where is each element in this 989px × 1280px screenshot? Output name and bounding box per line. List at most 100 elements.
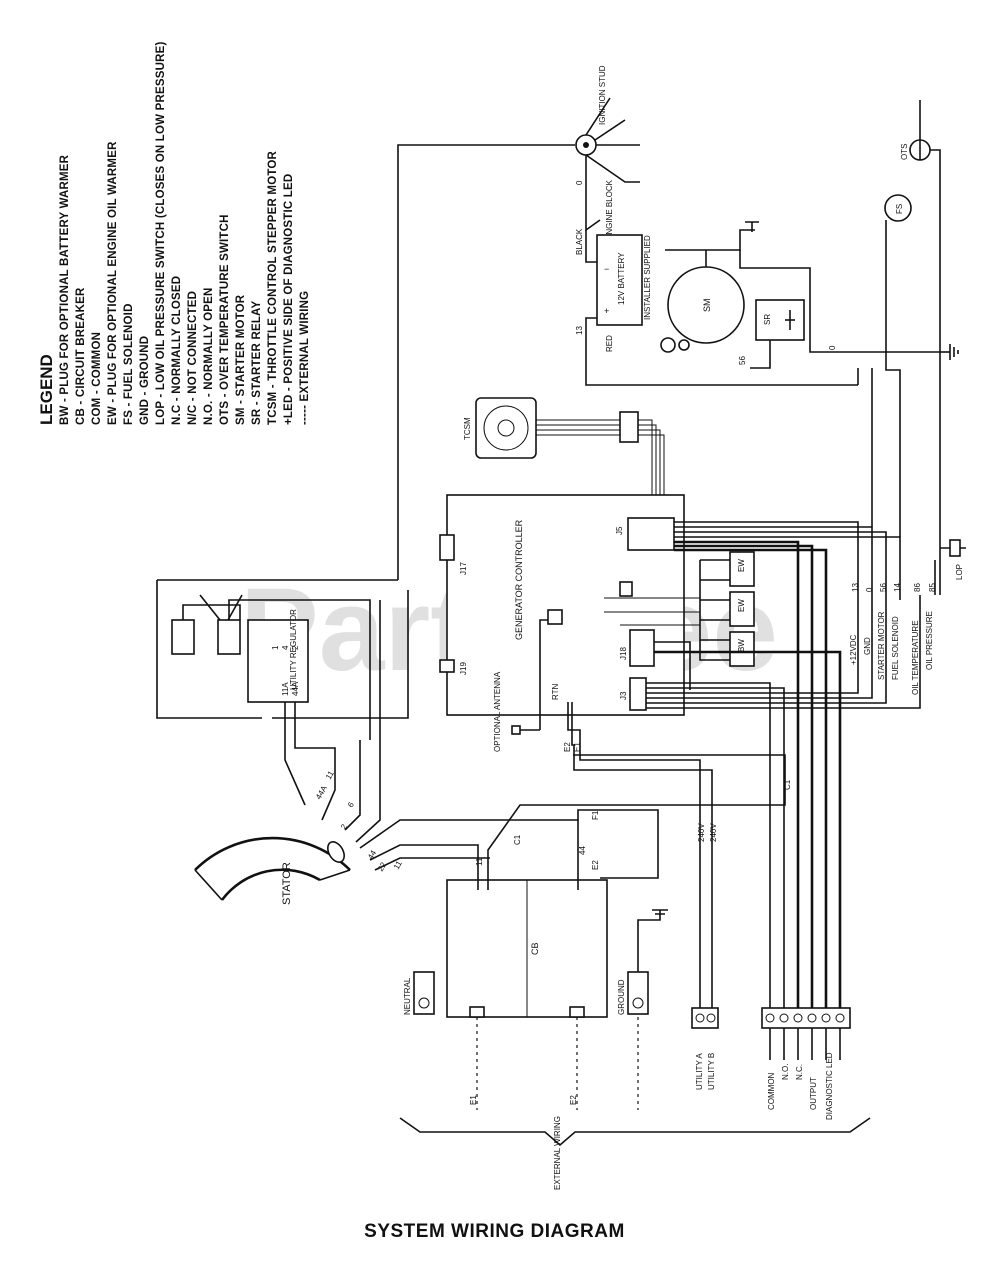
legend-title: LEGEND [37, 354, 56, 425]
wire-number: 56 [879, 583, 888, 592]
bw-label: BW [737, 639, 746, 652]
utility-b-label: UTILITY B [707, 1053, 716, 1090]
ew-plug-2: EW [729, 551, 755, 587]
terminal-label: DIAGNOSTIC LED [825, 1052, 834, 1120]
wire-loop-left [156, 580, 262, 719]
wire-number: 6 [346, 800, 356, 809]
wire-f1 [577, 809, 659, 879]
plug-left [171, 594, 371, 740]
legend-item: N.O. - NORMALLY OPEN [203, 287, 215, 425]
wire-number: 11 [475, 857, 484, 866]
legend-item: ----- EXTERNAL WIRING [299, 291, 311, 425]
wire-number: C1 [783, 779, 792, 790]
ew1-label: EW [737, 599, 746, 612]
red-label: RED [605, 335, 614, 352]
ots-label: OTS [900, 144, 909, 160]
wire-number: 0 [828, 345, 837, 350]
stator: STATOR [194, 836, 351, 905]
connector-j17 [439, 534, 455, 561]
wire-ew [699, 559, 730, 661]
starter-relay: SR [755, 299, 805, 341]
wire-ctrl-to-ew [604, 597, 700, 626]
wire-number: 0 [575, 180, 584, 185]
wire-number: 44 [578, 846, 587, 855]
wire-number: 44A [314, 784, 329, 801]
legend-item: N.C - NORMALLY CLOSED [171, 276, 183, 425]
wire-44a [284, 702, 306, 806]
legend-item: FS - FUEL SOLENOID [123, 303, 135, 425]
external-e2-label: E2 [569, 1095, 578, 1105]
wire-starter-c [739, 250, 940, 353]
sm-label: SM [702, 299, 712, 313]
signal-240v-b: 240V [709, 823, 718, 842]
wire-22 [374, 857, 490, 871]
connector-j18 [629, 629, 655, 667]
wire-6 [355, 600, 381, 843]
j19-label: J19 [459, 662, 468, 675]
wire-tcsm-harness [536, 419, 620, 436]
black-label: BLACK [575, 228, 584, 255]
tcsm-connector [619, 411, 639, 443]
utility-regulator: UTILITY REGULATOR [247, 609, 309, 703]
ground-symbol-b [652, 909, 668, 915]
signal-12vdc: +12VDC [849, 634, 858, 665]
signal-gnd: GND [863, 637, 872, 655]
connector-j3 [629, 677, 647, 711]
wire-11a [294, 702, 336, 821]
wire-relay-56 [750, 340, 771, 369]
terminal-label: OUTPUT [809, 1077, 818, 1110]
wire-antenna-b [539, 619, 548, 730]
wire-e1-sense [567, 702, 701, 1008]
wire-fs-14 [885, 220, 901, 537]
wire-number: 56 [738, 356, 747, 365]
wire-number: 13 [851, 583, 860, 592]
j5-harness [674, 521, 901, 1008]
wire-tcsm-to-j5 [638, 419, 665, 550]
legend-item: GND - GROUND [139, 336, 151, 425]
utility-regulator-label: UTILITY REGULATOR [289, 609, 298, 690]
terminal-label: N.O. [781, 1064, 790, 1080]
wire-number: 13 [575, 326, 584, 335]
signal-starter-motor: STARTER MOTOR [877, 611, 886, 680]
legend-item: SR - STARTER RELAY [251, 301, 263, 425]
external-wiring-brace [399, 1117, 871, 1147]
installer-supplied-label: INSTALLER SUPPLIED [643, 235, 652, 320]
fs-label: FS [895, 204, 904, 214]
wire-number: 14 [893, 583, 902, 592]
wire-0 [585, 155, 601, 232]
battery-plus: + [604, 306, 609, 316]
battery-label: 12V BATTERY [617, 252, 626, 305]
stator-label: STATOR [281, 862, 293, 905]
neutral-terminal: NEUTRAL [403, 971, 435, 1015]
ew-plug-1: EW [729, 591, 755, 627]
sr-label: SR [763, 314, 772, 325]
wire-44-to-cb [359, 819, 579, 880]
legend-item: BW - PLUG FOR OPTIONAL BATTERY WARMER [59, 154, 71, 425]
wire-black [585, 230, 600, 263]
wire-56 [272, 590, 409, 719]
signal-oil-temperature: OIL TEMPERATURE [911, 620, 920, 695]
wire-11-to-cb [369, 844, 479, 880]
wire-starter [665, 229, 755, 251]
wire-number: E1 [573, 742, 582, 752]
rtn-label: RTN [551, 683, 560, 700]
wire-c1 [487, 754, 786, 880]
lop-label: LOP [955, 564, 964, 580]
ew2-label: EW [737, 559, 746, 572]
wire-ignition-feed [397, 144, 575, 580]
legend: LEGEND BW - PLUG FOR OPTIONAL BATTERY WA… [37, 41, 311, 425]
wire-number: 1 [271, 645, 280, 650]
terminal-label: COMMON [767, 1072, 776, 1110]
wire-number: F1 [591, 810, 600, 820]
tcsm: TCSM [463, 397, 537, 459]
wire-term-6 [769, 1028, 841, 1060]
signal-oil-pressure: OIL PRESSURE [925, 611, 934, 670]
j5-label: J5 [615, 526, 624, 535]
signal-240v-a: 240V [697, 823, 706, 842]
bw-plug: BW [729, 631, 755, 667]
connector-internal-b [619, 581, 633, 597]
wire-number: E2 [563, 742, 572, 752]
legend-item: OTS - OVER TEMPERATURE SWITCH [219, 214, 231, 425]
external-e1-label: E1 [469, 1095, 478, 1105]
